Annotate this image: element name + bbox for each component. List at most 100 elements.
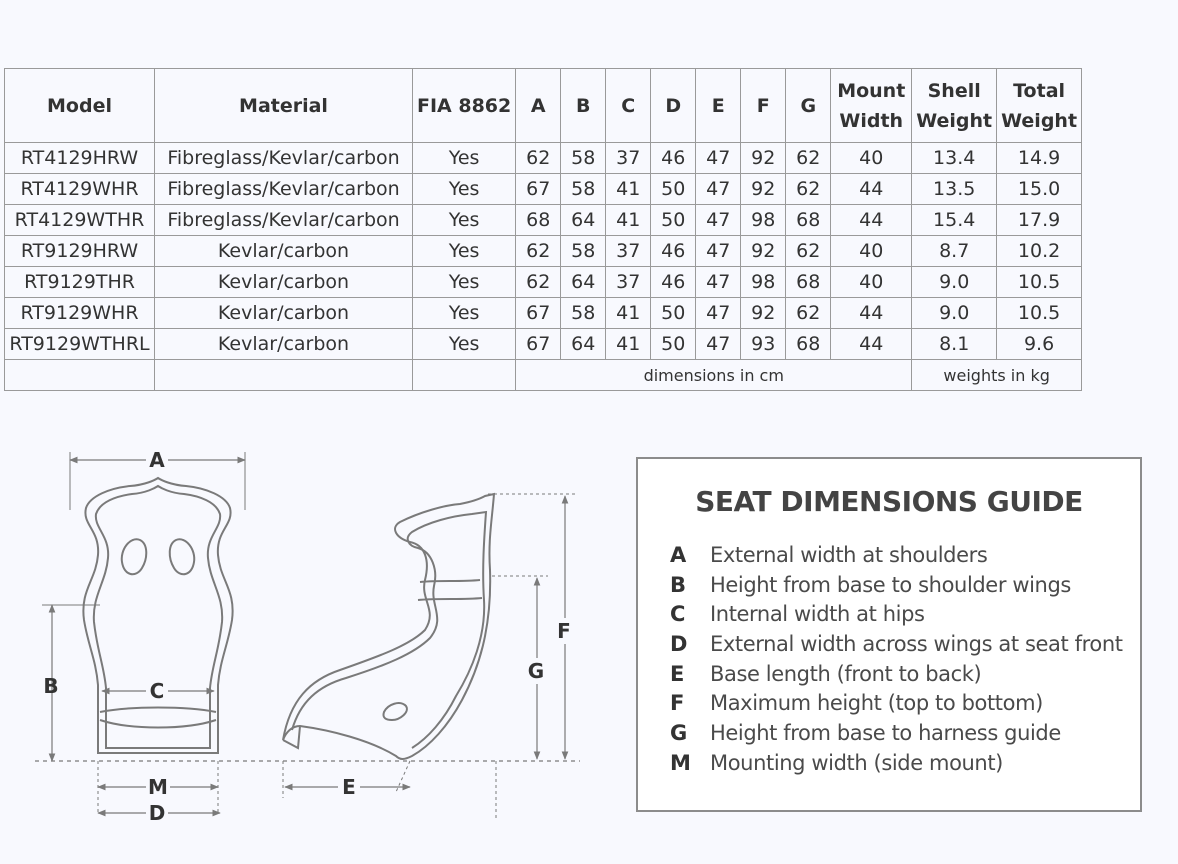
dimensions-unit-note: dimensions in cm (515, 359, 913, 391)
table-cell: 62 (515, 266, 562, 298)
table-cell: Kevlar/carbon (154, 266, 413, 298)
table-cell: 13.5 (911, 173, 998, 205)
table-cell: RT9129WHR (4, 297, 155, 329)
guide-item-text: Base length (front to back) (710, 661, 982, 686)
table-cell: RT9129WTHRL (4, 328, 155, 360)
guide-item-text: Internal width at hips (710, 602, 925, 627)
table-cell: 9.0 (911, 266, 998, 298)
table-cell: 68 (785, 204, 832, 236)
table-cell: 62 (515, 142, 562, 174)
table-cell: 15.0 (996, 173, 1083, 205)
table-cell: 50 (650, 297, 697, 329)
table-cell: 44 (830, 297, 913, 329)
label-a: A (149, 448, 165, 472)
table-cell: 44 (830, 204, 913, 236)
guide-item-text: Maximum height (top to bottom) (710, 691, 1043, 716)
table-cell: 64 (560, 328, 607, 360)
table-cell: 92 (740, 173, 787, 205)
table-notes-row: dimensions in cm weights in kg (4, 359, 1083, 391)
table-cell: 58 (560, 142, 607, 174)
table-cell: 40 (830, 235, 913, 267)
table-cell: RT4129HRW (4, 142, 155, 174)
table-cell: 98 (740, 204, 787, 236)
column-header: C (605, 68, 652, 143)
table-cell: 10.5 (996, 297, 1083, 329)
table-cell: 67 (515, 297, 562, 329)
table-cell: 37 (605, 142, 652, 174)
table-cell: Fibreglass/Kevlar/carbon (154, 204, 413, 236)
column-header: A (515, 68, 562, 143)
table-cell: 58 (560, 297, 607, 329)
column-header: Model (4, 68, 155, 143)
table-cell: 64 (560, 204, 607, 236)
table-cell: 47 (695, 142, 742, 174)
table-cell: 47 (695, 173, 742, 205)
table-cell: 41 (605, 297, 652, 329)
table-cell: Fibreglass/Kevlar/carbon (154, 173, 413, 205)
weights-unit-note: weights in kg (911, 359, 1083, 391)
table-cell: Yes (411, 204, 517, 236)
guide-item-text: Height from base to harness guide (710, 721, 1061, 746)
column-header: F (740, 68, 787, 143)
table-cell: RT4129WTHR (4, 204, 155, 236)
label-g: G (528, 659, 544, 683)
column-header: B (560, 68, 607, 143)
table-cell: 58 (560, 173, 607, 205)
table-cell: 62 (785, 235, 832, 267)
table-cell: 47 (695, 266, 742, 298)
table-cell: 9.6 (996, 328, 1083, 360)
column-header: G (785, 68, 832, 143)
table-cell: 68 (515, 204, 562, 236)
column-header: FIA 8862 (411, 68, 517, 143)
table-cell: 14.9 (996, 142, 1083, 174)
table-cell: Yes (411, 266, 517, 298)
side-view-seat (282, 492, 496, 760)
table-cell: 98 (740, 266, 787, 298)
label-d: D (149, 801, 166, 825)
table-cell: Yes (411, 297, 517, 329)
table-cell: Fibreglass/Kevlar/carbon (154, 142, 413, 174)
table-cell: RT9129HRW (4, 235, 155, 267)
table-cell: 9.0 (911, 297, 998, 329)
guide-item: G Height from base to harness guide (670, 719, 1123, 749)
table-cell: 47 (695, 204, 742, 236)
guide-item-letter: F (670, 691, 684, 716)
table-cell: RT9129THR (4, 266, 155, 298)
table-cell: 62 (515, 235, 562, 267)
table-cell: 67 (515, 328, 562, 360)
table-cell: 8.1 (911, 328, 998, 360)
table-cell: 92 (740, 297, 787, 329)
table-cell: 47 (695, 297, 742, 329)
table-cell: 68 (785, 328, 832, 360)
table-cell: Kevlar/carbon (154, 297, 413, 329)
label-e: E (342, 775, 356, 799)
guide-item-letter: G (670, 721, 687, 746)
guide-item: E Base length (front to back) (670, 660, 1123, 690)
table-cell: 40 (830, 266, 913, 298)
table-cell: 37 (605, 266, 652, 298)
guide-item: F Maximum height (top to bottom) (670, 689, 1123, 719)
guide-item-letter: M (670, 750, 691, 775)
table-cell: 37 (605, 235, 652, 267)
table-cell: 58 (560, 235, 607, 267)
table-cell: 50 (650, 328, 697, 360)
guide-item-letter: A (670, 543, 686, 567)
guide-item-letter: E (670, 661, 684, 686)
label-c: C (150, 679, 165, 703)
table-cell: 8.7 (911, 235, 998, 267)
front-view-seat (82, 476, 234, 754)
table-cell: 40 (830, 142, 913, 174)
